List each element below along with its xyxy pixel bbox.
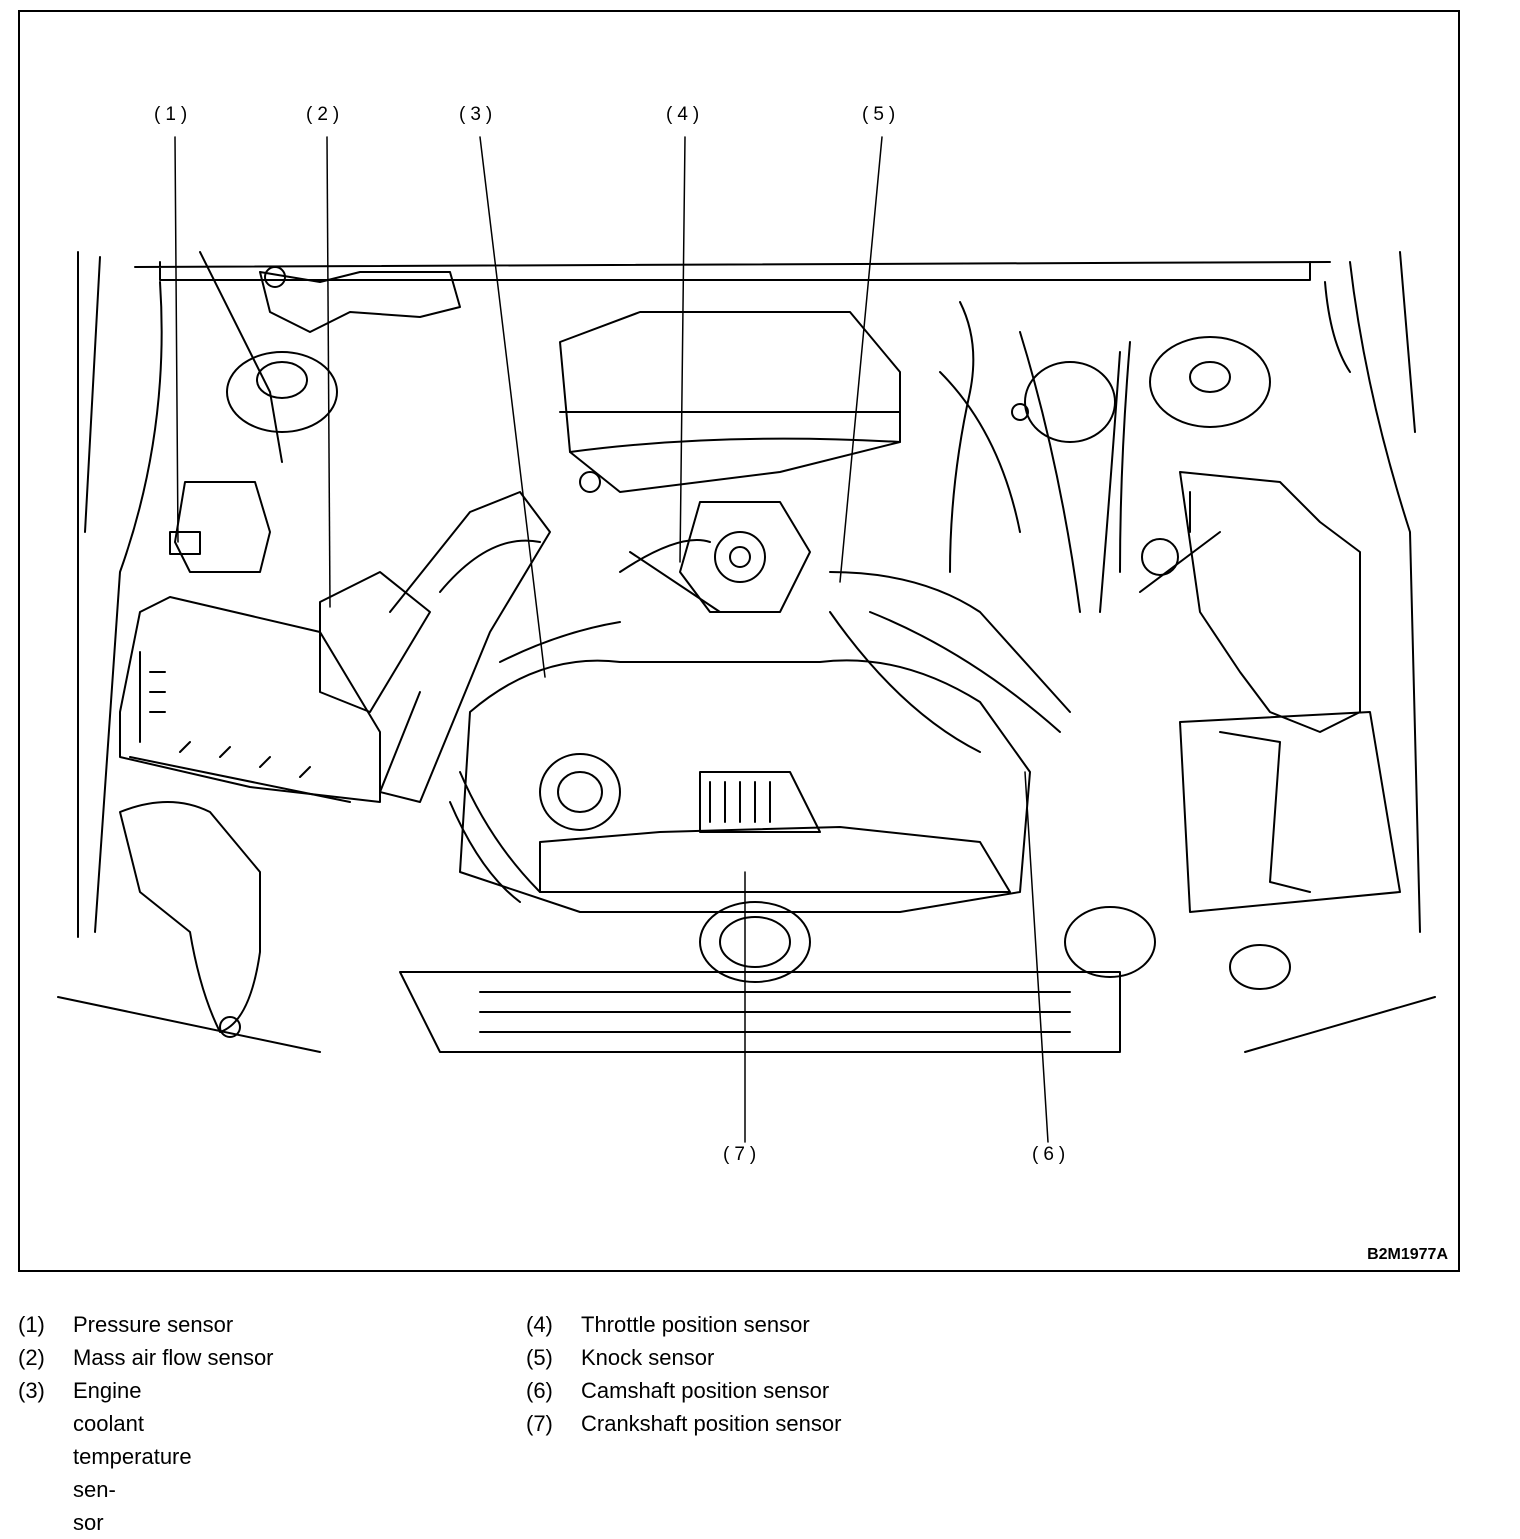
legend-text: Knock sensor bbox=[581, 1345, 715, 1370]
booster bbox=[1024, 361, 1116, 443]
front-crossmember bbox=[539, 826, 1011, 893]
legend-text: Engine coolant temperature sen- sor bbox=[73, 1378, 192, 1535]
wiper-motor bbox=[259, 271, 461, 333]
right-fender bbox=[1324, 261, 1421, 933]
radiator bbox=[399, 971, 1121, 1053]
right-strut-tower bbox=[1149, 336, 1271, 428]
legend-text: Camshaft position sensor bbox=[581, 1378, 830, 1403]
figure-code: B2M1977A bbox=[1367, 1246, 1448, 1263]
callout-5: (5) bbox=[862, 104, 901, 125]
mass-air-flow-sensor bbox=[319, 571, 431, 713]
callout-2: (2) bbox=[306, 104, 345, 125]
battery bbox=[1179, 711, 1401, 913]
pressure-sensor-bracket bbox=[174, 481, 271, 573]
legend-number: (1) bbox=[18, 1312, 45, 1337]
hood-outline bbox=[57, 251, 1436, 1053]
leader-line-3 bbox=[479, 136, 546, 678]
legend-number: (6) bbox=[526, 1378, 553, 1403]
legend-text: Crankshaft position sensor bbox=[581, 1411, 842, 1436]
legend-number: (2) bbox=[18, 1345, 45, 1370]
throttle-body bbox=[679, 501, 811, 613]
callout-1: (1) bbox=[154, 104, 193, 125]
legend-text: Throttle position sensor bbox=[581, 1312, 810, 1337]
legend-number: (7) bbox=[526, 1411, 553, 1436]
left-fender bbox=[84, 256, 163, 933]
leader-line-1 bbox=[174, 136, 179, 543]
resonator bbox=[119, 801, 261, 1033]
legend-text: Pressure sensor bbox=[73, 1312, 234, 1337]
callout-7: (7) bbox=[723, 1144, 762, 1165]
alternator bbox=[699, 771, 821, 833]
crank-pulley bbox=[699, 901, 811, 983]
leader-line-6 bbox=[1024, 771, 1049, 1143]
intake-duct bbox=[379, 491, 551, 803]
callout-6: (6) bbox=[1032, 1144, 1071, 1165]
right-lower-strut bbox=[1064, 906, 1156, 978]
left-strut-tower bbox=[226, 351, 338, 433]
legend-number: (5) bbox=[526, 1345, 553, 1370]
callout-4: (4) bbox=[666, 104, 705, 125]
engine-diagram-figure: (1) (2) (3) (4) (5) (6) (7) B2M1977A bbox=[18, 10, 1460, 1272]
callout-3: (3) bbox=[459, 104, 498, 125]
leader-line-2 bbox=[326, 136, 331, 608]
legend-number: (4) bbox=[526, 1312, 553, 1337]
engine-compartment-drawing bbox=[57, 136, 1436, 1143]
coolant-reservoir bbox=[1179, 471, 1361, 733]
oil-filler-cap bbox=[539, 753, 621, 831]
leader-line-4 bbox=[679, 136, 686, 563]
hose-bundle bbox=[939, 301, 1131, 613]
legend-number: (3) bbox=[18, 1378, 45, 1403]
air-cleaner-box bbox=[119, 596, 381, 803]
engine-front-cover bbox=[459, 659, 1031, 913]
legend-text: Mass air flow sensor bbox=[73, 1345, 274, 1370]
intake-collector bbox=[559, 311, 901, 493]
leader-line-5 bbox=[839, 136, 883, 583]
